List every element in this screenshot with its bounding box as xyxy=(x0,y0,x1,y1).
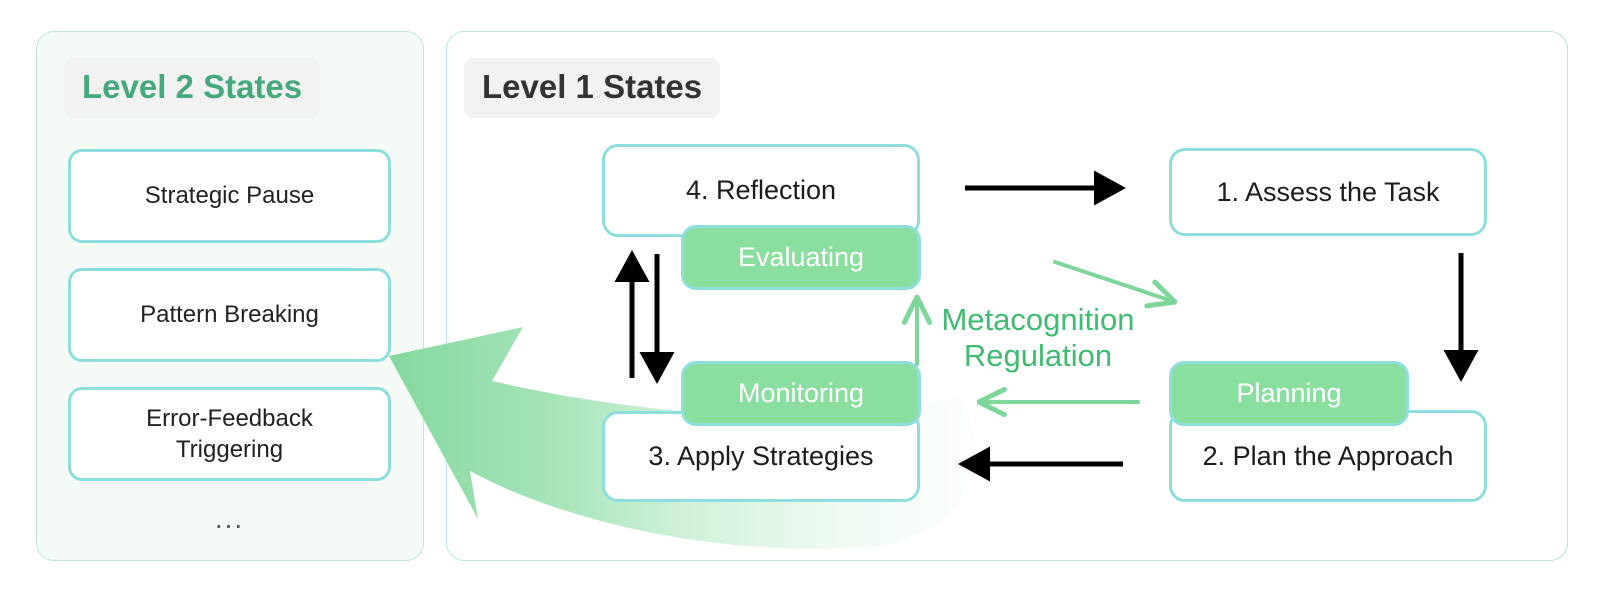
badge-planning[interactable]: Planning xyxy=(1169,361,1409,426)
level-2-state-card-pattern-breaking[interactable]: Pattern Breaking xyxy=(68,268,391,362)
badge-monitoring[interactable]: Monitoring xyxy=(681,361,921,426)
node-label: 3. Apply Strategies xyxy=(648,441,874,471)
node-label: 2. Plan the Approach xyxy=(1202,440,1454,471)
level-2-state-card-strategic-pause[interactable]: Strategic Pause xyxy=(68,149,391,243)
badge-evaluating[interactable]: Evaluating xyxy=(681,225,921,290)
level-1-panel-title: Level 1 States xyxy=(464,58,721,118)
node-reflection[interactable]: 4. Reflection xyxy=(602,144,920,237)
badge-label: Evaluating xyxy=(737,242,865,272)
level-2-card-label: Strategic Pause xyxy=(144,182,315,210)
level-2-states-panel: Level 2 States Strategic Pause Pattern B… xyxy=(36,31,424,561)
level-2-card-label: Error-Feedback Triggering xyxy=(146,404,313,463)
level-1-states-panel: Level 1 States 4. Reflection 1. Assess t… xyxy=(446,31,1568,561)
level-2-panel-title: Level 2 States xyxy=(64,58,321,118)
metacognition-regulation-line-1: Metacognition xyxy=(941,302,1135,337)
level-2-state-card-error-feedback-triggering[interactable]: Error-Feedback Triggering xyxy=(68,387,391,481)
badge-label: Planning xyxy=(1236,378,1342,408)
node-label: 4. Reflection xyxy=(685,175,837,205)
metacognition-regulation-label: Metacognition Regulation xyxy=(928,302,1148,373)
metacognition-regulation-line-2: Regulation xyxy=(963,337,1113,373)
node-label: 1. Assess the Task xyxy=(1216,176,1440,207)
level-2-card-label: Pattern Breaking xyxy=(140,301,319,329)
level-2-more-ellipsis: ... xyxy=(214,503,245,534)
node-assess-the-task[interactable]: 1. Assess the Task xyxy=(1169,148,1487,236)
badge-label: Monitoring xyxy=(737,378,865,408)
